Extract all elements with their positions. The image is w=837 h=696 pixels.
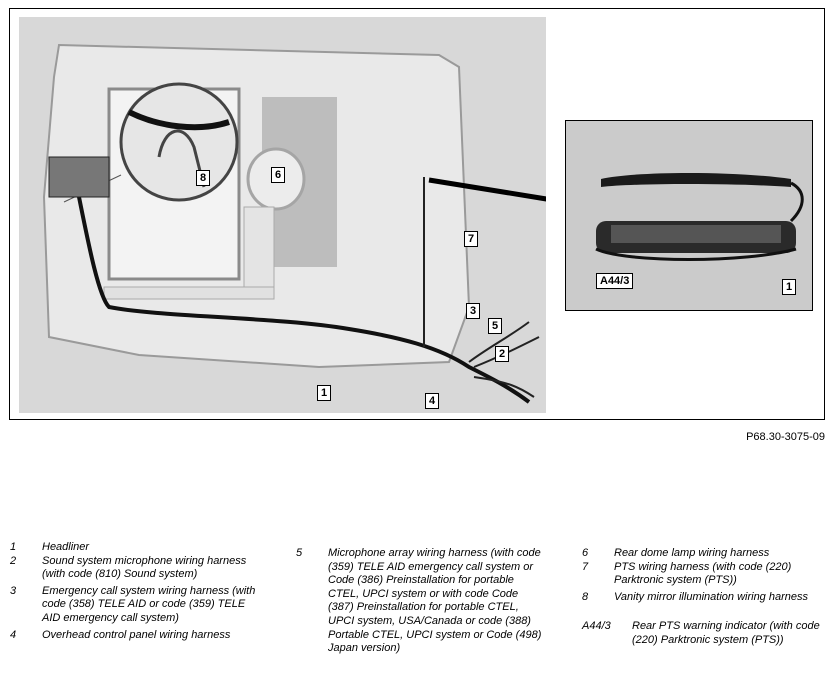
legend-item: 5 Microphone array wiring harness (with …	[296, 547, 546, 656]
callout-6: 6	[271, 167, 286, 183]
legend-text: Rear PTS warning indicator (with code (2…	[632, 620, 820, 646]
callout-3: 3	[466, 303, 481, 319]
headliner-photo	[19, 17, 546, 413]
legend-text: Rear dome lamp wiring harness	[614, 547, 770, 559]
legend-text: PTS wiring harness (with code (220) Park…	[614, 560, 792, 587]
legend-item: 6 Rear dome lamp wiring harness	[582, 547, 822, 561]
legend-number: 4	[10, 628, 17, 641]
legend-column-1: 1 Headliner 2 Sound system microphone wi…	[10, 541, 260, 642]
legend-text: Vanity mirror illumination wiring harnes…	[614, 590, 808, 603]
callout-7: 7	[464, 231, 479, 247]
legend-item: 4 Overhead control panel wiring harness	[10, 629, 260, 643]
legend-item: 8 Vanity mirror illumination wiring harn…	[582, 591, 822, 605]
legend-number: 2	[10, 554, 17, 567]
callout-4: 4	[425, 393, 440, 409]
legend-text: Overhead control panel wiring harness	[42, 628, 231, 641]
callout-8: 8	[196, 170, 211, 186]
legend-number: 7	[582, 560, 589, 573]
headliner-illustration	[19, 17, 546, 413]
callout-5: 5	[488, 318, 503, 334]
callout-a44-3: A44/3	[596, 273, 634, 289]
legend-text: Emergency call system wiring harness (wi…	[42, 584, 256, 624]
callout-1-headliner: 1	[317, 385, 332, 401]
legend-number: A44/3	[582, 620, 611, 633]
legend-number: 6	[582, 547, 589, 559]
legend-text: Sound system microphone wiring harness (…	[42, 554, 247, 581]
legend-item: 1 Headliner	[10, 541, 260, 555]
legend-number: 5	[296, 547, 303, 559]
callout-2: 2	[495, 346, 510, 362]
legend-item: 7 PTS wiring harness (with code (220) Pa…	[582, 561, 822, 588]
legend-item: 3 Emergency call system wiring harness (…	[10, 585, 260, 626]
legend-item: 2 Sound system microphone wiring harness…	[10, 555, 260, 582]
legend-number: 3	[10, 584, 17, 597]
legend-number: 1	[10, 541, 17, 553]
legend-number: 8	[582, 590, 589, 603]
legend-text: Microphone array wiring harness (with co…	[328, 547, 542, 655]
figure-reference: P68.30-3075-09	[746, 431, 825, 443]
callout-inset-1: 1	[782, 279, 797, 295]
legend-text: Headliner	[42, 541, 90, 553]
legend-item: A44/3 Rear PTS warning indicator (with c…	[582, 620, 822, 647]
legend-column-3: 6 Rear dome lamp wiring harness 7 PTS wi…	[582, 547, 822, 648]
legend-column-2: 5 Microphone array wiring harness (with …	[296, 547, 546, 656]
